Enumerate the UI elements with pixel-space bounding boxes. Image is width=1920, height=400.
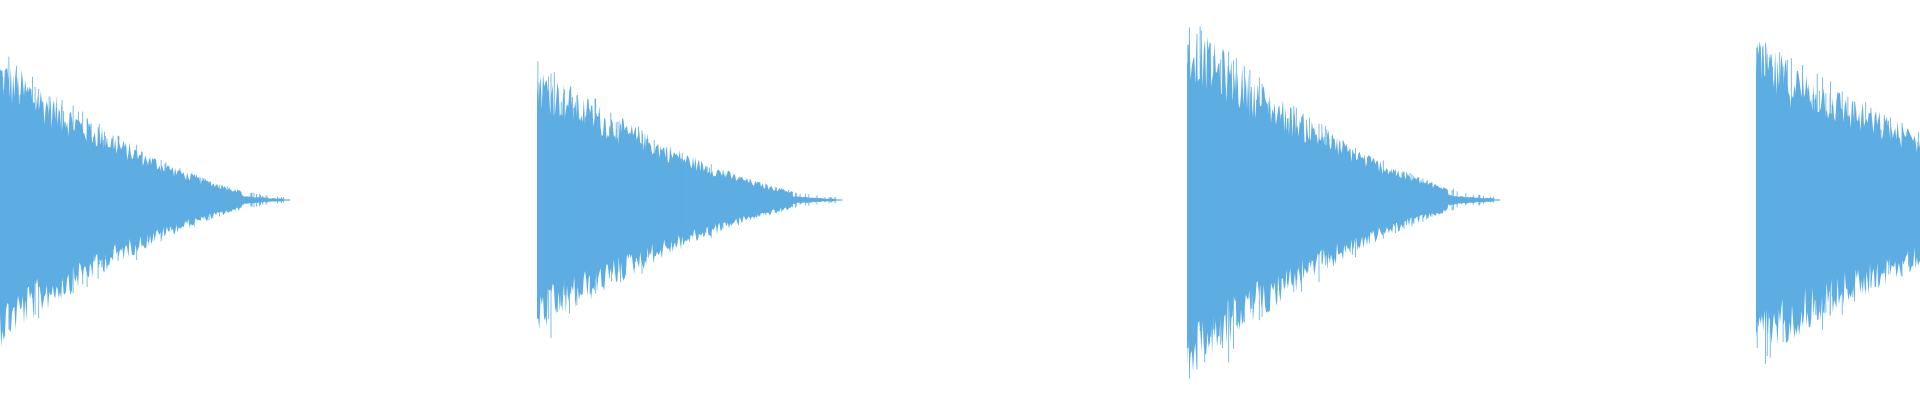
waveform-clips <box>0 26 1920 379</box>
waveform-envelope <box>1187 32 1495 375</box>
waveform-clip-2 <box>537 61 843 339</box>
waveform-envelope <box>1756 41 1920 345</box>
waveform-clip-1 <box>0 56 291 348</box>
waveform-envelope <box>0 66 284 348</box>
waveform-clip-3 <box>1187 26 1501 379</box>
waveform-clip-4 <box>1756 41 1920 365</box>
